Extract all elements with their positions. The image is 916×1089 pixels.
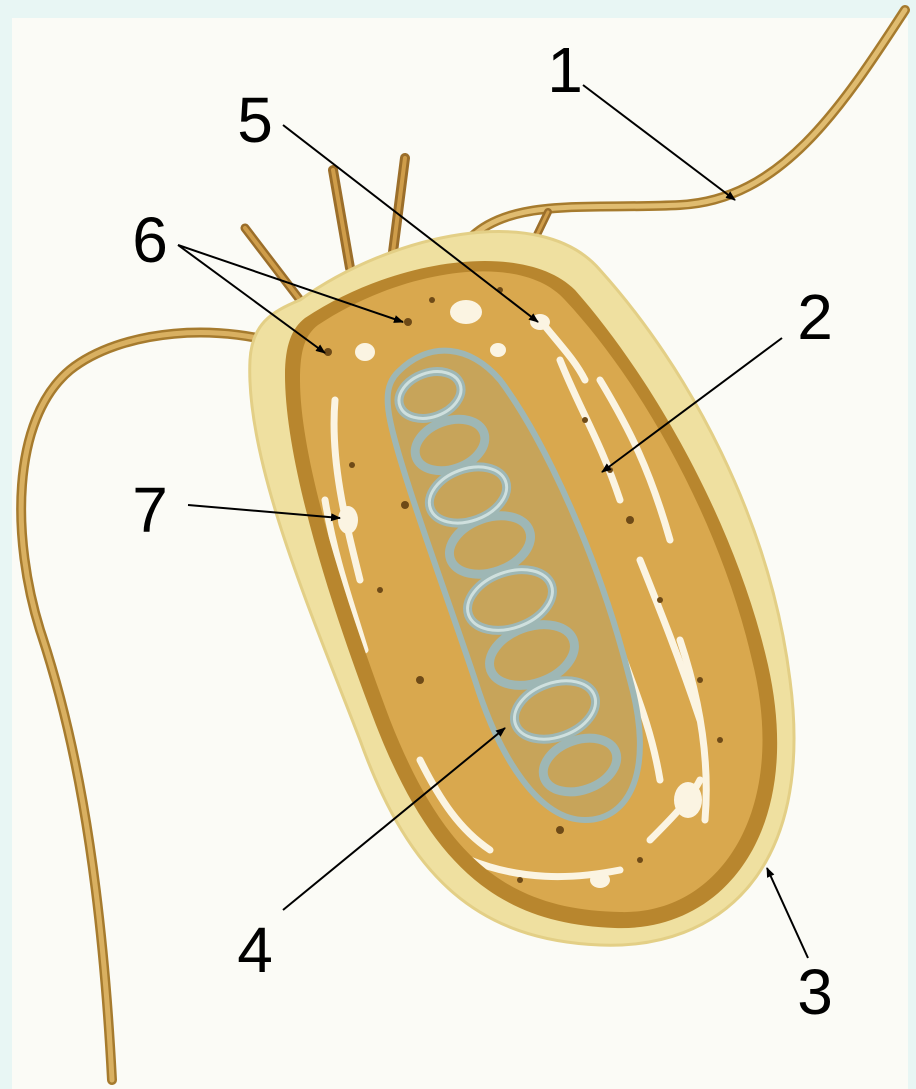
label-2: 2 — [790, 285, 840, 349]
label-1: 1 — [540, 38, 590, 102]
label-3: 3 — [790, 960, 840, 1024]
label-6: 6 — [125, 208, 175, 272]
label-7: 7 — [125, 478, 175, 542]
label-5: 5 — [230, 88, 280, 152]
label-4: 4 — [230, 918, 280, 982]
